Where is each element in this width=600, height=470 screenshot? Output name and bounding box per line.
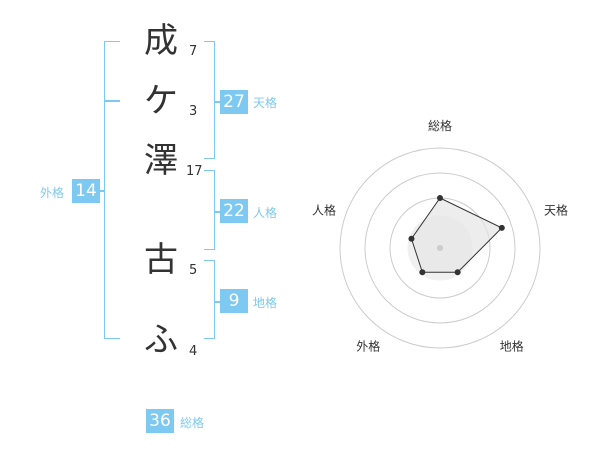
stroke-count-2: 3 [189,104,198,119]
tenkaku-value: 27 [220,90,248,114]
radar-point-4 [408,235,415,242]
name-char-5: ふ [144,320,178,360]
name-char-1: 成 [144,21,178,61]
jinkaku-label: 人格 [253,206,278,220]
radar-point-2 [454,269,461,276]
stroke-count-4: 5 [189,263,198,278]
jinkaku-connector [214,211,221,213]
stroke-count-3: 17 [186,164,203,179]
soukaku-value: 36 [146,409,174,433]
tenkaku-label: 天格 [253,96,278,110]
gaikaku-connector [98,190,105,192]
radar-axis-label-4: 人格 [312,202,336,217]
tenkaku-connector [214,101,221,103]
stroke-count-5: 4 [189,344,198,359]
gaikaku-value: 14 [72,179,100,203]
radar-point-0 [437,195,443,201]
jinkaku-bracket [204,170,215,250]
radar-axis-label-2: 地格 [500,339,524,354]
stroke-count-1: 7 [189,44,198,59]
radar-point-1 [498,224,505,231]
name-char-4: 古 [144,240,178,280]
radar-point-3 [419,269,426,276]
radar-polygon [410,197,503,273]
gaikaku-bracket-mid-tick [104,100,120,102]
soukaku-label: 総格 [180,416,205,430]
radar-axis-label-3: 外格 [356,339,380,354]
radar-axis-label-1: 天格 [544,202,568,217]
jinkaku-value: 22 [220,199,248,223]
name-char-2: ケ [144,81,178,121]
radar-ring-3 [364,172,516,324]
gaikaku-label: 外格 [40,186,65,200]
radar-axis-label-0: 総格 [428,118,452,133]
chikaku-bracket [204,260,215,339]
radar-ring-4 [339,147,541,349]
name-char-3: 澤 [144,141,178,181]
chikaku-label: 地格 [253,296,278,310]
chikaku-value: 9 [220,289,248,313]
chikaku-connector [214,301,221,303]
tenkaku-bracket [204,41,215,159]
radar-center-dot [437,245,443,251]
